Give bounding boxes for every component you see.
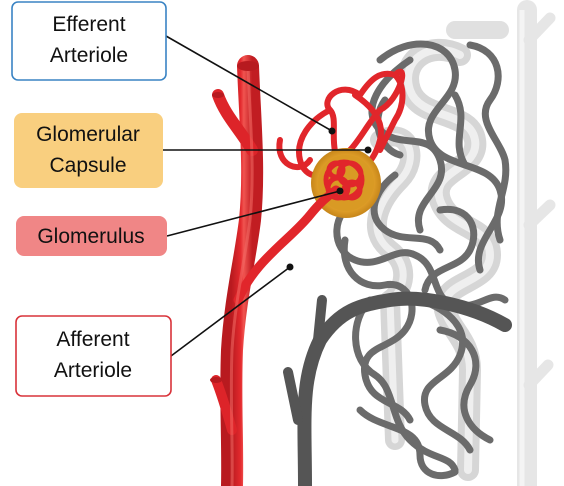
label-efferent-line2: Arteriole [50, 44, 128, 67]
label-glomerulus-line1: Glomerulus [37, 225, 144, 248]
label-afferent-line1: Afferent [56, 328, 129, 351]
label-efferent-arteriole: Efferent Arteriole [12, 2, 166, 80]
interlobular-artery [216, 66, 336, 486]
label-efferent-line1: Efferent [52, 13, 125, 36]
collecting-duct [522, 10, 550, 486]
label-capsule-line2: Capsule [49, 154, 126, 177]
label-afferent-line2: Arteriole [54, 359, 132, 382]
label-afferent-arteriole: Afferent Arteriole [16, 316, 171, 396]
label-glomerulus: Glomerulus [16, 216, 167, 256]
label-glomerular-capsule: Glomerular Capsule [14, 113, 163, 188]
label-capsule-line1: Glomerular [36, 123, 140, 146]
